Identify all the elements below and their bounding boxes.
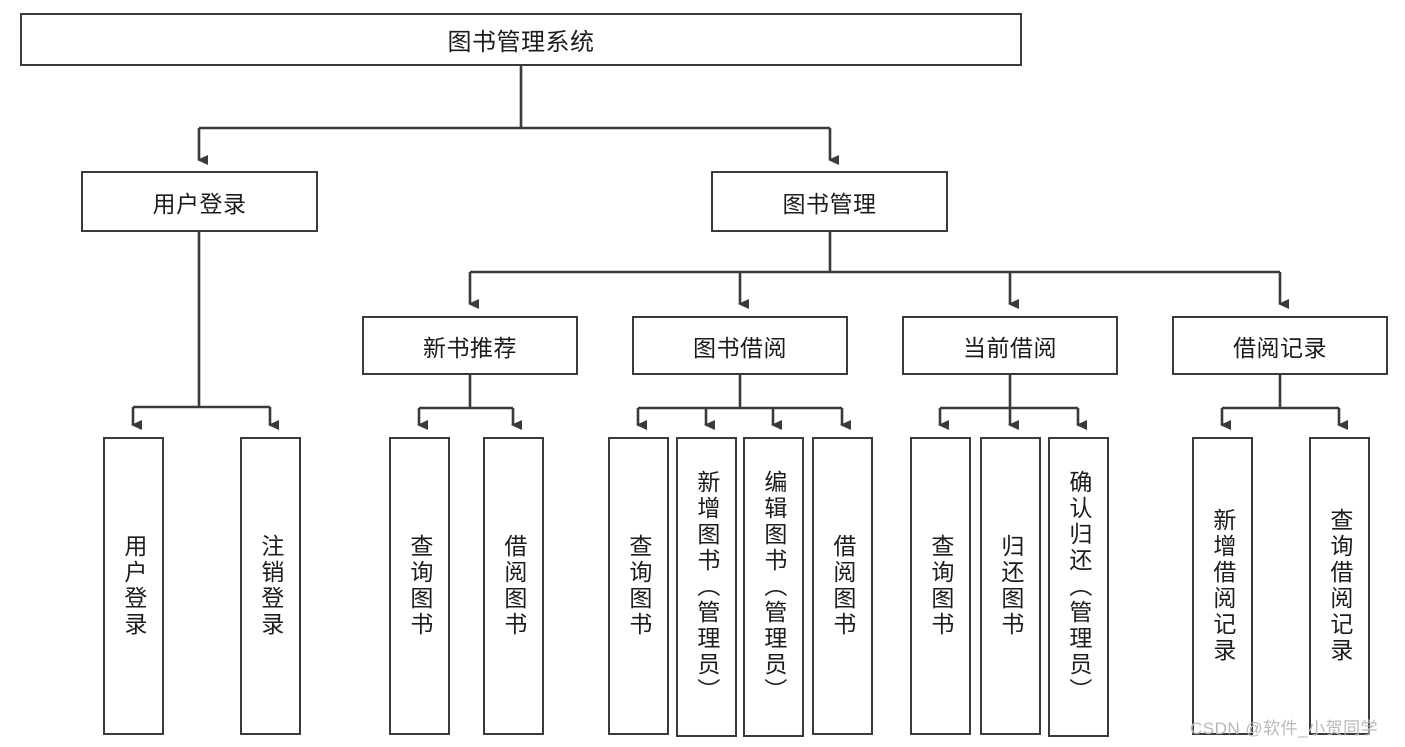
leaf-label: 查询图书 xyxy=(625,534,652,638)
leaf-label: 用户登录 xyxy=(120,534,147,638)
node-new-book-recommend-label: 新书推荐 xyxy=(423,334,517,361)
node-borrow-record[interactable]: 借阅记录 xyxy=(1172,316,1388,375)
csdn-watermark: CSDN @软件_小贺同学 xyxy=(1190,719,1379,738)
node-user-login[interactable]: 用户登录 xyxy=(81,171,318,232)
node-root-label: 图书管理系统 xyxy=(447,29,595,56)
leaf-user-login-login[interactable]: 用户登录 xyxy=(103,437,164,735)
leaf-label: 查询借阅记录 xyxy=(1326,508,1353,664)
leaf-label: 确认归还（管理员） xyxy=(1065,470,1092,704)
leaf-current-borrow-confirm-return[interactable]: 确认归还（管理员） xyxy=(1048,437,1109,737)
node-new-book-recommend[interactable]: 新书推荐 xyxy=(362,316,578,375)
leaf-book-borrow-edit[interactable]: 编辑图书（管理员） xyxy=(743,437,804,737)
leaf-label: 借阅图书 xyxy=(500,534,527,638)
leaf-label: 查询图书 xyxy=(927,534,954,638)
node-root-system[interactable]: 图书管理系统 xyxy=(20,13,1022,66)
leaf-new-book-borrow[interactable]: 借阅图书 xyxy=(483,437,544,735)
node-user-login-label: 用户登录 xyxy=(152,190,247,217)
node-book-borrow[interactable]: 图书借阅 xyxy=(632,316,848,375)
leaf-book-borrow-borrow[interactable]: 借阅图书 xyxy=(812,437,873,735)
leaf-label: 新增借阅记录 xyxy=(1209,508,1236,664)
node-current-borrow-label: 当前借阅 xyxy=(963,334,1057,361)
leaf-book-borrow-add[interactable]: 新增图书（管理员） xyxy=(676,437,737,737)
leaf-borrow-record-query[interactable]: 查询借阅记录 xyxy=(1309,437,1370,735)
node-book-management-label: 图书管理 xyxy=(782,190,877,217)
leaf-label: 归还图书 xyxy=(997,534,1024,638)
leaf-current-borrow-query[interactable]: 查询图书 xyxy=(910,437,971,735)
leaf-label: 新增图书（管理员） xyxy=(693,470,720,704)
leaf-label: 编辑图书（管理员） xyxy=(760,470,787,704)
leaf-current-borrow-return[interactable]: 归还图书 xyxy=(980,437,1041,735)
leaf-user-login-logout[interactable]: 注销登录 xyxy=(240,437,301,735)
leaf-borrow-record-add[interactable]: 新增借阅记录 xyxy=(1192,437,1253,735)
leaf-label: 查询图书 xyxy=(406,534,433,638)
node-book-management[interactable]: 图书管理 xyxy=(711,171,948,232)
leaf-label: 借阅图书 xyxy=(829,534,856,638)
leaf-new-book-query[interactable]: 查询图书 xyxy=(389,437,450,735)
leaf-book-borrow-query[interactable]: 查询图书 xyxy=(608,437,669,735)
node-current-borrow[interactable]: 当前借阅 xyxy=(902,316,1118,375)
node-book-borrow-label: 图书借阅 xyxy=(693,334,787,361)
leaf-label: 注销登录 xyxy=(257,534,284,638)
node-borrow-record-label: 借阅记录 xyxy=(1233,334,1327,361)
